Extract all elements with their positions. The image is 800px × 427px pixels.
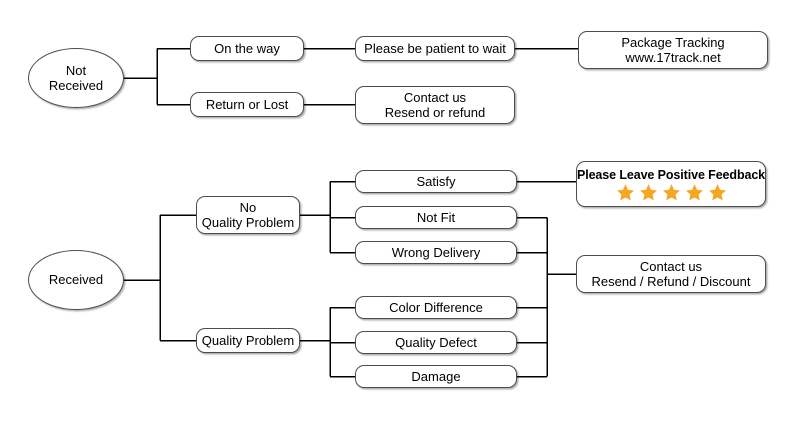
feedback-title: Please Leave Positive Feedback	[576, 167, 766, 182]
node-not-received[interactable]: Not Received	[28, 48, 124, 108]
node-contact-resend-or-refund-label: Contact us Resend or refund	[384, 89, 486, 120]
node-return-or-lost[interactable]: Return or Lost	[190, 92, 304, 117]
node-quality-problem[interactable]: Quality Problem	[196, 328, 300, 353]
node-quality-defect-label: Quality Defect	[395, 334, 477, 350]
star-rating[interactable]	[616, 183, 727, 202]
node-damage[interactable]: Damage	[355, 365, 517, 388]
star-icon[interactable]	[662, 183, 681, 202]
node-not-received-label: Not Received	[48, 62, 104, 93]
node-received[interactable]: Received	[28, 250, 124, 310]
node-package-tracking-label: Package Tracking www.17track.net	[621, 34, 725, 65]
node-satisfy-label: Satisfy	[416, 173, 456, 189]
node-satisfy[interactable]: Satisfy	[355, 170, 517, 193]
star-icon[interactable]	[616, 183, 635, 202]
node-damage-label: Damage	[411, 368, 461, 384]
star-icon[interactable]	[639, 183, 658, 202]
node-color-difference[interactable]: Color Difference	[355, 296, 517, 319]
node-positive-feedback[interactable]: Please Leave Positive Feedback	[576, 161, 766, 207]
node-quality-defect[interactable]: Quality Defect	[355, 331, 517, 354]
star-icon[interactable]	[708, 183, 727, 202]
node-on-the-way-label: On the way	[214, 40, 280, 56]
node-on-the-way[interactable]: On the way	[190, 36, 304, 61]
node-contact-resend-refund-discount-label: Contact us Resend / Refund / Discount	[591, 258, 751, 289]
node-return-or-lost-label: Return or Lost	[205, 96, 289, 112]
node-package-tracking[interactable]: Package Tracking www.17track.net	[578, 31, 768, 69]
node-be-patient-label: Please be patient to wait	[364, 40, 506, 56]
node-no-quality-problem[interactable]: No Quality Problem	[196, 196, 300, 234]
node-contact-resend-or-refund[interactable]: Contact us Resend or refund	[355, 86, 515, 124]
node-received-label: Received	[48, 272, 104, 288]
node-quality-problem-label: Quality Problem	[201, 332, 295, 348]
node-not-fit-label: Not Fit	[416, 209, 456, 225]
star-icon[interactable]	[685, 183, 704, 202]
node-be-patient-to-wait[interactable]: Please be patient to wait	[355, 36, 515, 61]
node-color-difference-label: Color Difference	[389, 299, 483, 315]
node-contact-resend-refund-discount[interactable]: Contact us Resend / Refund / Discount	[576, 255, 766, 293]
node-wrong-delivery[interactable]: Wrong Delivery	[355, 241, 517, 264]
node-wrong-delivery-label: Wrong Delivery	[391, 244, 481, 260]
node-no-quality-problem-label: No Quality Problem	[201, 199, 295, 230]
node-not-fit[interactable]: Not Fit	[355, 206, 517, 229]
